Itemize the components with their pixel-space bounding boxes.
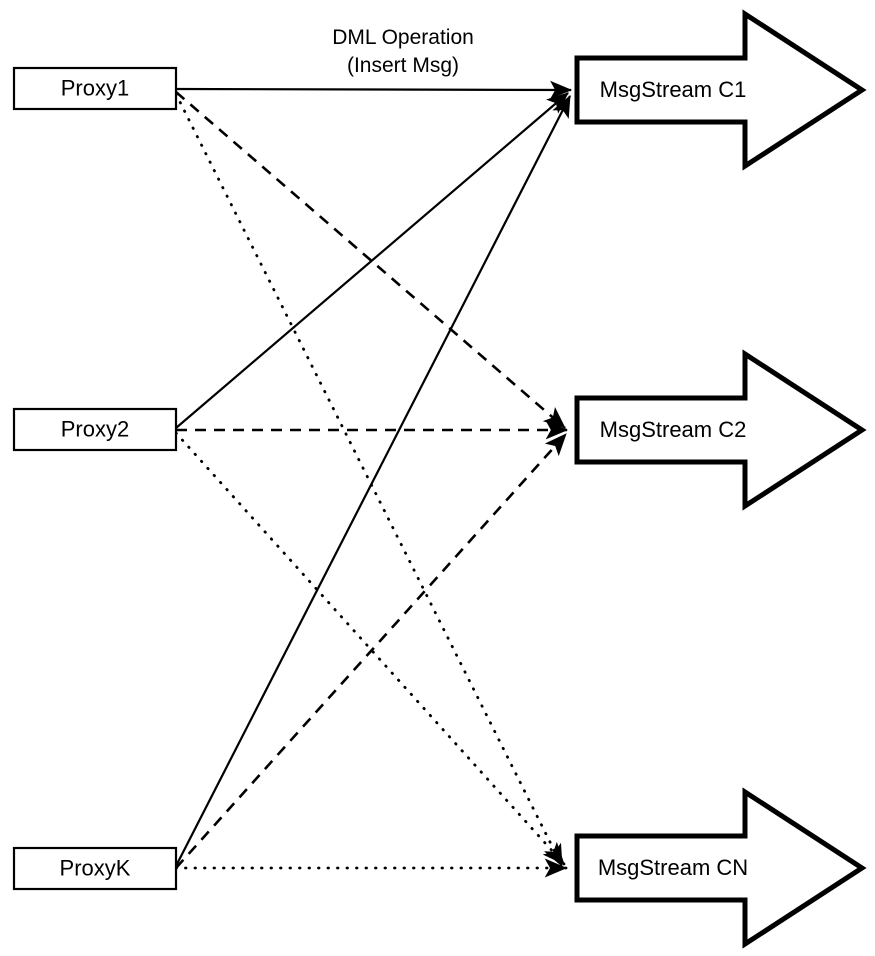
dml-operation-label-line2: (Insert Msg) xyxy=(347,54,459,77)
node-msgstream-c2[interactable]: MsgStream C2 xyxy=(574,349,867,511)
node-proxy1[interactable]: Proxy1 xyxy=(12,66,178,111)
node-msgstream-cn[interactable]: MsgStream CN xyxy=(574,787,867,949)
link-proxyk-to-stream-c1[interactable] xyxy=(175,95,571,867)
msgstream-cn-label: MsgStream CN xyxy=(598,855,748,880)
node-proxyk[interactable]: ProxyK xyxy=(12,846,178,891)
msgstream-cn-arrow-icon[interactable] xyxy=(574,787,867,949)
link-proxy2-to-stream-cn[interactable] xyxy=(174,431,566,866)
link-proxy1-to-stream-cn[interactable] xyxy=(174,92,564,868)
proxy1-box[interactable] xyxy=(12,66,178,111)
dml-operation-label: DML Operation (Insert Msg) xyxy=(332,26,474,77)
msgstream-c1-arrow-icon[interactable] xyxy=(574,9,867,171)
proxy2-label: Proxy2 xyxy=(61,416,129,441)
proxy-layer: Proxy1 Proxy2 ProxyK xyxy=(12,66,178,891)
proxy2-box[interactable] xyxy=(12,407,178,452)
edge-layer xyxy=(174,80,573,878)
msgstream-c1-label: MsgStream C1 xyxy=(600,77,747,102)
link-proxyk-to-stream-c2[interactable] xyxy=(175,433,567,869)
proxyk-label: ProxyK xyxy=(60,855,131,880)
proxyk-box[interactable] xyxy=(12,846,178,891)
node-msgstream-c1[interactable]: MsgStream C1 xyxy=(574,9,867,171)
node-proxy2[interactable]: Proxy2 xyxy=(12,407,178,452)
stream-layer: MsgStream C1 MsgStream C2 MsgStream CN xyxy=(574,9,867,949)
link-proxy1-to-stream-c2[interactable] xyxy=(175,91,566,429)
link-proxy2-to-stream-c1[interactable] xyxy=(175,92,569,429)
msgstream-c2-arrow-icon[interactable] xyxy=(574,349,867,511)
link-proxy1-to-stream-c1[interactable] xyxy=(175,80,573,100)
dml-operation-label-line1: DML Operation xyxy=(332,26,474,49)
proxy1-label: Proxy1 xyxy=(61,75,129,100)
msgstream-c2-label: MsgStream C2 xyxy=(600,417,747,442)
